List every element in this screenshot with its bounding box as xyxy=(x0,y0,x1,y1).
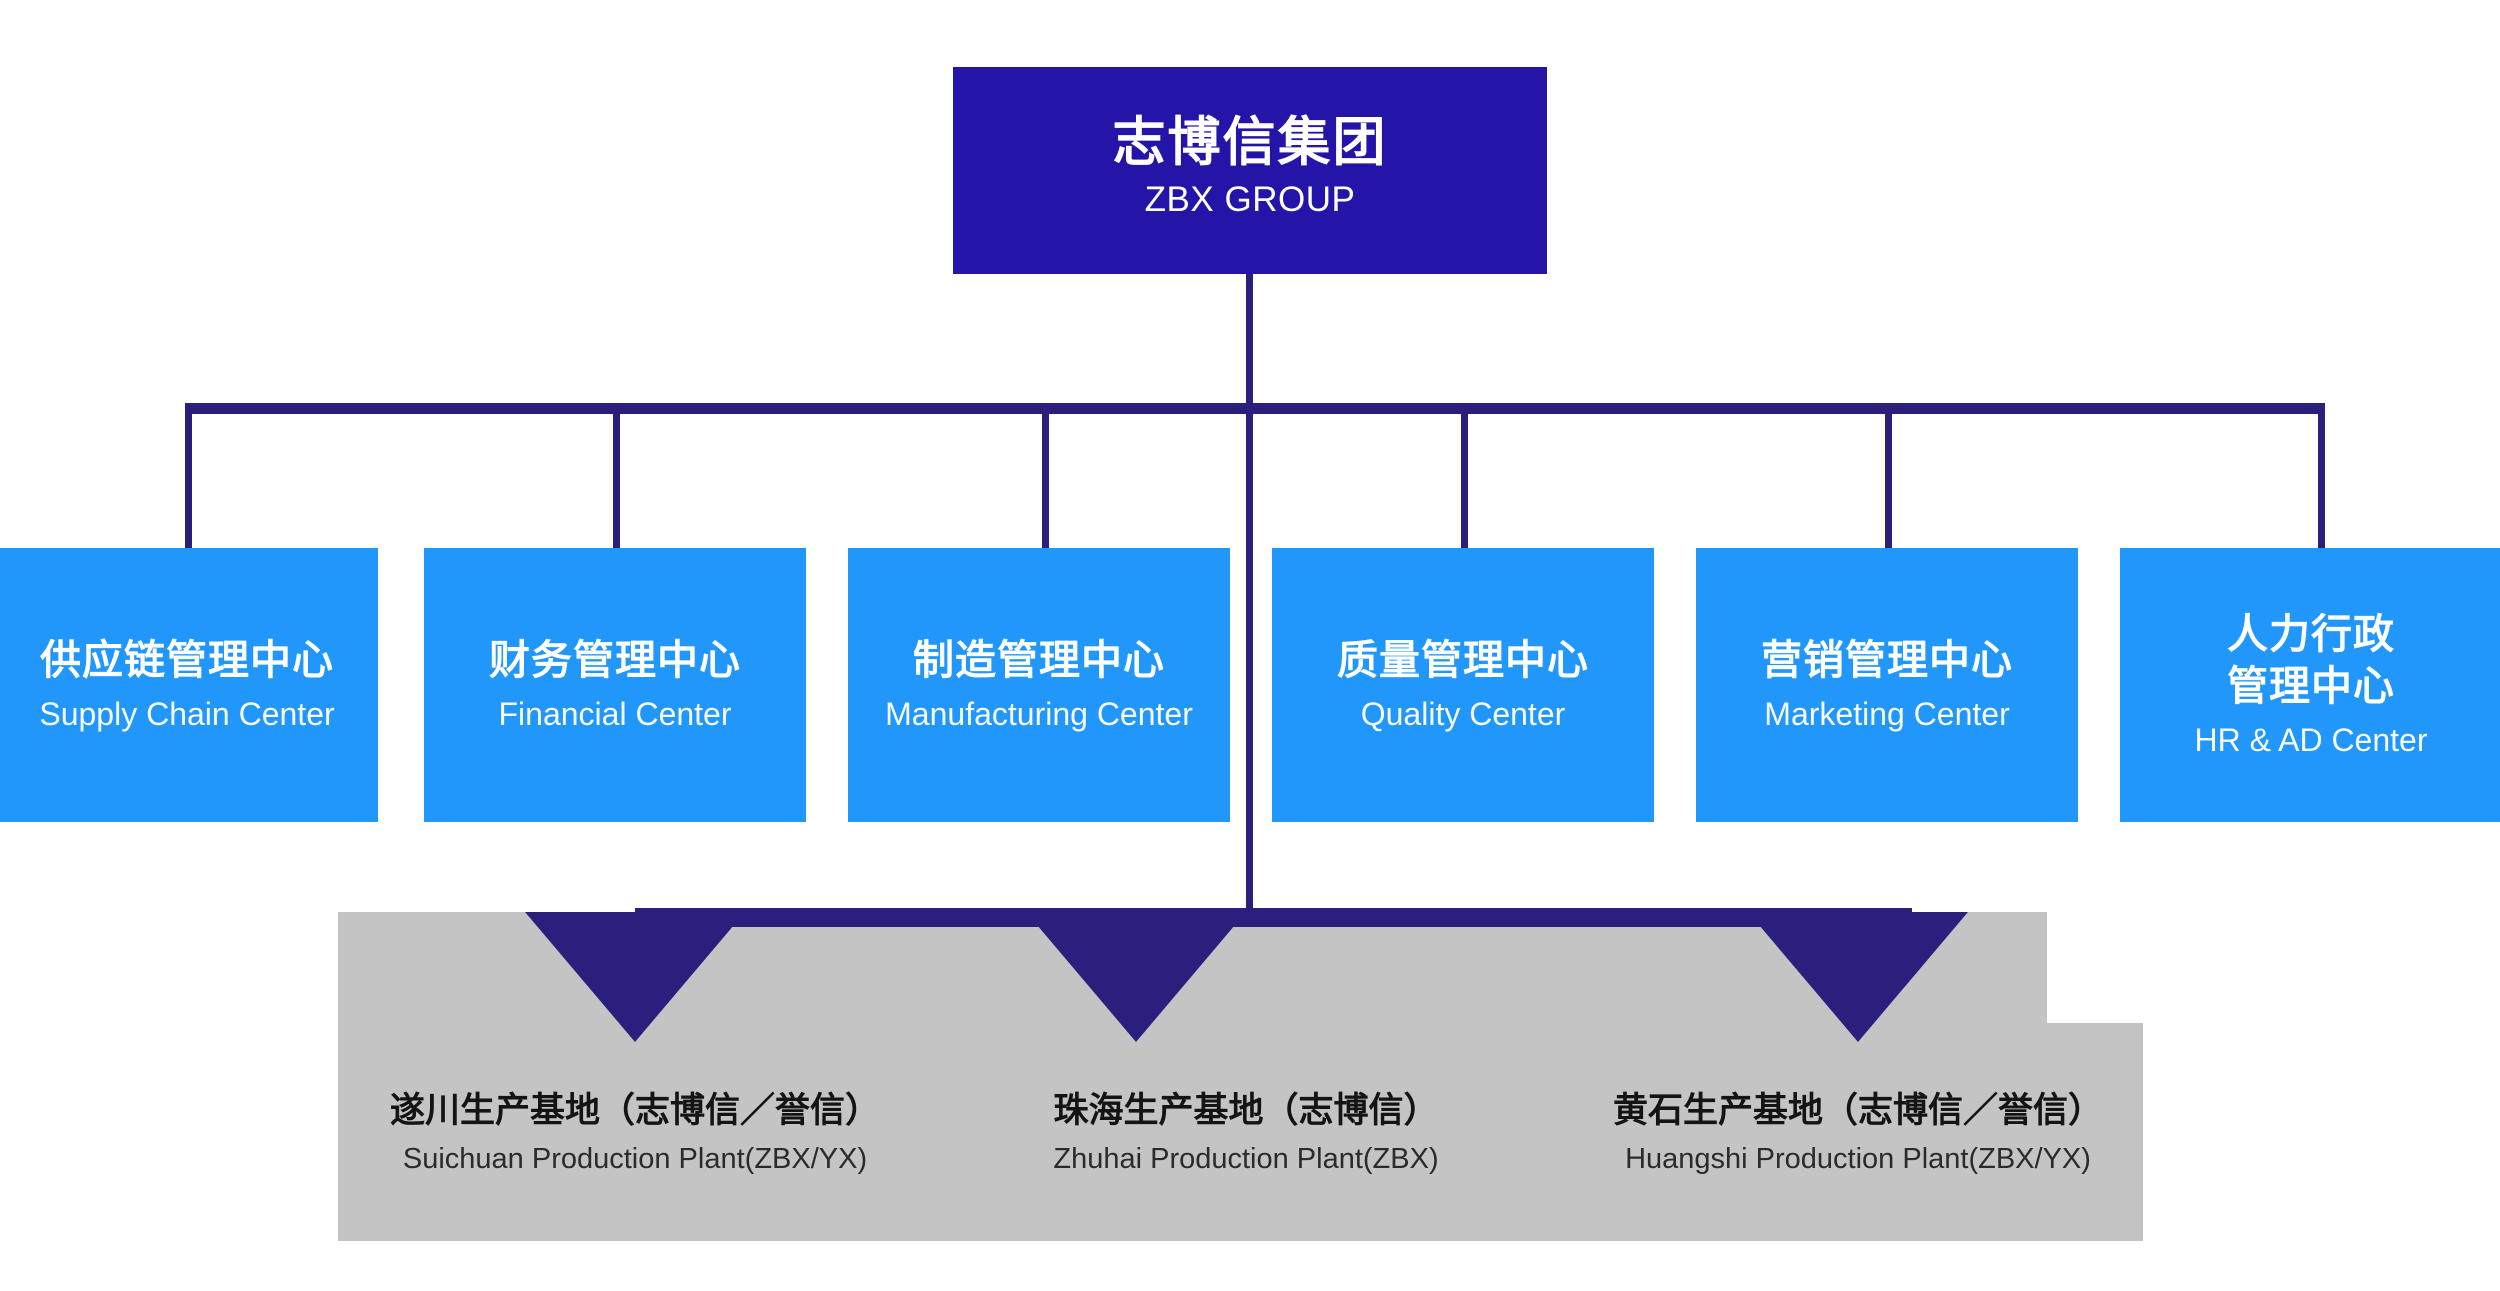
arrow-down-icon-huangshi xyxy=(1748,912,1968,1042)
drop-line-financial xyxy=(613,403,620,551)
dept-label-cn-quality: 质量管理中心 xyxy=(1337,637,1589,684)
root-node-label-en: ZBX GROUP xyxy=(1144,180,1356,220)
plant-label-cn-suichuan: 遂川生产基地（志博信／誉信） xyxy=(389,1091,880,1130)
dept-box-marketing[interactable]: 营销管理中心 Marketing Center xyxy=(1696,548,2078,822)
dept-box-financial[interactable]: 财务管理中心 Financial Center xyxy=(424,548,806,822)
dept-box-supply-chain[interactable]: 供应链管理中心 Supply Chain Center xyxy=(0,548,378,822)
plants-band-lower xyxy=(338,1023,2143,1241)
root-node-zbx-group[interactable]: 志博信集团 ZBX GROUP xyxy=(953,67,1547,274)
dept-label-en-financial: Financial Center xyxy=(498,695,732,732)
drop-line-manufacturing xyxy=(1042,403,1049,551)
plant-label-cn-zhuhai: 珠海生产基地（志博信） xyxy=(1053,1091,1439,1130)
plant-node-suichuan[interactable]: 遂川生产基地（志博信／誉信） Suichuan Production Plant… xyxy=(365,1088,905,1179)
plant-label-en-suichuan: Suichuan Production Plant(ZBX/YX) xyxy=(402,1142,868,1175)
dept-label-en-manufacturing: Manufacturing Center xyxy=(885,695,1193,732)
plant-node-zhuhai[interactable]: 珠海生产基地（志博信） Zhuhai Production Plant(ZBX) xyxy=(1006,1088,1486,1179)
arrow-down-icon-suichuan xyxy=(525,912,745,1042)
plant-node-huangshi[interactable]: 黄石生产基地（志博信／誉信） Huangshi Production Plant… xyxy=(1588,1088,2128,1179)
dept-label-cn-marketing: 营销管理中心 xyxy=(1761,637,2013,684)
arrow-down-icon-zhuhai xyxy=(1026,912,1246,1042)
trunk-connector-to-plants xyxy=(1246,403,1253,913)
plants-distribution-bar xyxy=(635,908,1912,927)
dept-box-quality[interactable]: 质量管理中心 Quality Center xyxy=(1272,548,1654,822)
distribution-bar-connector xyxy=(185,403,2325,414)
trunk-connector-root xyxy=(1246,274,1253,409)
drop-line-supply-chain xyxy=(185,403,192,551)
drop-line-quality xyxy=(1461,403,1468,551)
dept-label-cn-manufacturing: 制造管理中心 xyxy=(913,637,1165,684)
dept-label-cn-hr-ad: 人力行政 管理中心 xyxy=(2227,610,2395,710)
dept-label-cn-supply-chain: 供应链管理中心 xyxy=(40,637,334,684)
dept-label-en-hr-ad: HR & AD Center xyxy=(2194,721,2428,758)
root-node-label-cn: 志博信集团 xyxy=(1112,113,1388,173)
plant-label-en-zhuhai: Zhuhai Production Plant(ZBX) xyxy=(1053,1142,1439,1175)
plant-label-en-huangshi: Huangshi Production Plant(ZBX/YX) xyxy=(1625,1142,2091,1175)
dept-label-en-supply-chain: Supply Chain Center xyxy=(39,695,335,732)
dept-label-cn-financial: 财务管理中心 xyxy=(489,637,741,684)
dept-label-en-quality: Quality Center xyxy=(1360,695,1566,732)
dept-box-manufacturing[interactable]: 制造管理中心 Manufacturing Center xyxy=(848,548,1230,822)
drop-line-hr-ad xyxy=(2318,403,2325,551)
dept-box-hr-ad[interactable]: 人力行政 管理中心 HR & AD Center xyxy=(2120,548,2500,822)
plant-label-cn-huangshi: 黄石生产基地（志博信／誉信） xyxy=(1612,1091,2103,1130)
drop-line-marketing xyxy=(1885,403,1892,551)
dept-label-en-marketing: Marketing Center xyxy=(1764,695,2010,732)
